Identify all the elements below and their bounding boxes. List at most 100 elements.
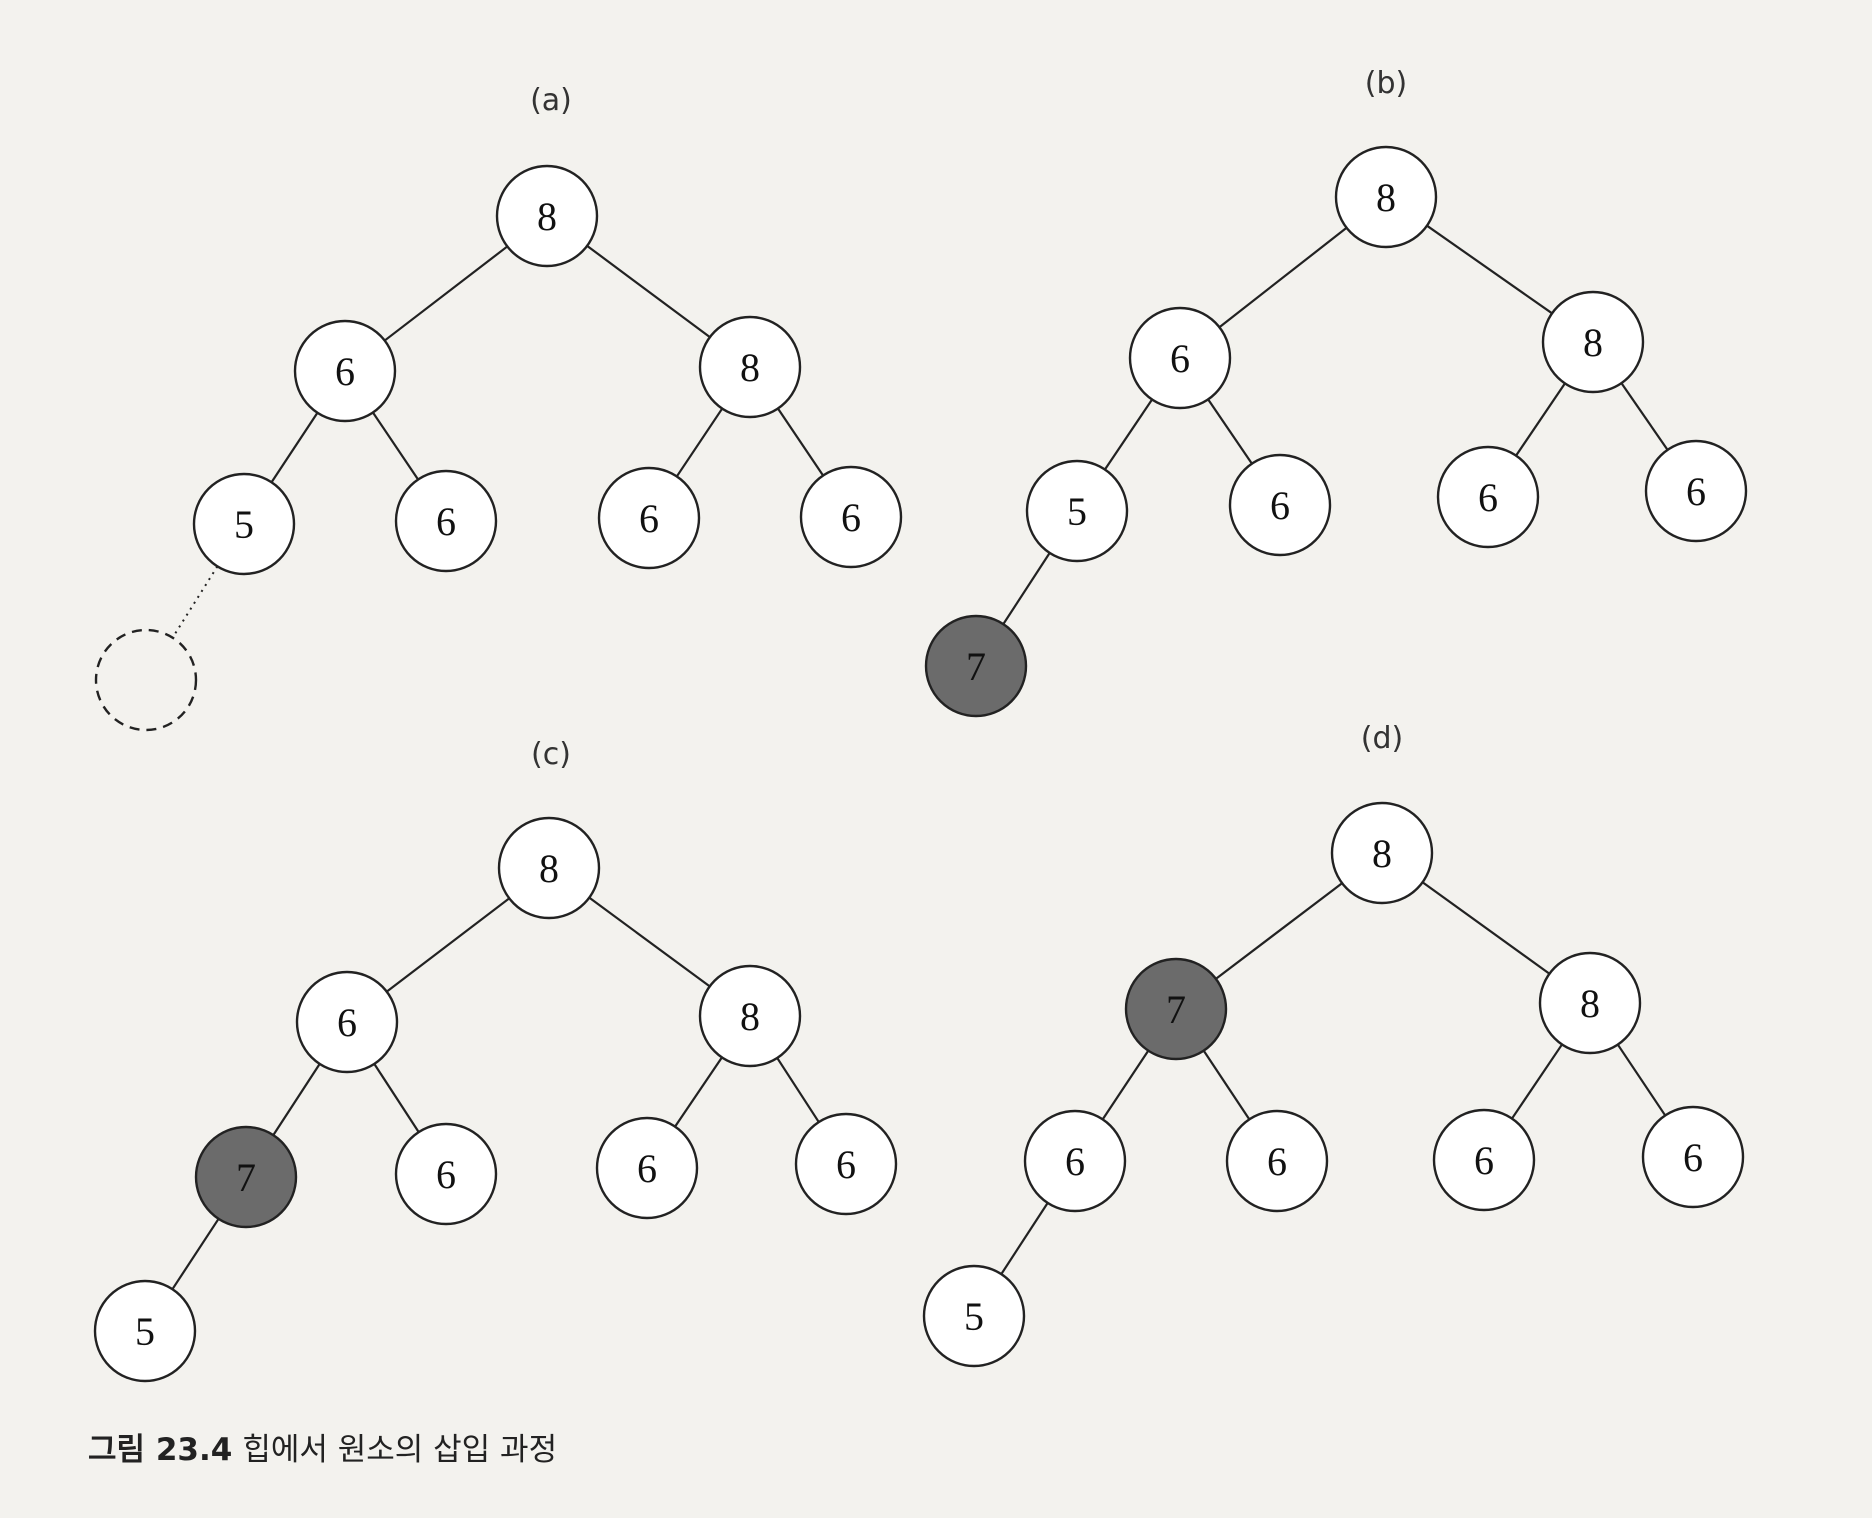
caption-number: 그림 23.4	[88, 1432, 233, 1468]
heap-node	[698, 964, 802, 1068]
tree-edge	[383, 245, 509, 342]
node-value: 8	[1372, 831, 1392, 876]
heap-node	[497, 816, 601, 920]
heap-node	[192, 472, 296, 576]
tree-edge	[776, 1057, 820, 1123]
tree-edge	[1426, 224, 1553, 315]
heap-node	[1641, 1105, 1745, 1209]
panel-label: (c)	[531, 737, 571, 772]
tree-edge	[272, 1063, 321, 1136]
tree-edge	[373, 1063, 420, 1133]
node-value: 6	[1683, 1135, 1703, 1180]
heap-node	[1538, 951, 1642, 1055]
tree-edge	[1511, 1043, 1563, 1120]
tree-edge	[1002, 552, 1051, 625]
heap-node-highlighted	[924, 614, 1028, 718]
heap-node	[1023, 1109, 1127, 1213]
node-value: 5	[964, 1294, 984, 1339]
heap-node	[1541, 290, 1645, 394]
heap-node	[293, 319, 397, 423]
tree-edge	[1000, 1202, 1049, 1275]
node-value: 7	[1166, 987, 1186, 1032]
tree-edge	[1620, 382, 1669, 451]
node-value: 5	[234, 502, 254, 547]
node-value: 6	[335, 349, 355, 394]
heap-node	[495, 164, 599, 268]
heap-node	[1025, 459, 1129, 563]
node-value: 6	[1686, 469, 1706, 514]
node-value: 6	[1170, 336, 1190, 381]
heap-node	[698, 315, 802, 419]
node-value: 6	[637, 1146, 657, 1191]
panel-label: (b)	[1365, 66, 1407, 101]
node-value: 6	[337, 1000, 357, 1045]
tree-edge	[1515, 382, 1566, 457]
node-value: 6	[436, 499, 456, 544]
heap-node-highlighted	[194, 1125, 298, 1229]
tree-edge	[171, 1218, 220, 1290]
node-value: 8	[740, 994, 760, 1039]
panel-c: (c) 8 6 8 7 6 6 6 5	[93, 737, 898, 1383]
heap-node	[597, 466, 701, 570]
heap-node	[394, 1122, 498, 1226]
node-value: 7	[966, 644, 986, 689]
heap-node	[1334, 145, 1438, 249]
tree-edge	[1215, 882, 1343, 980]
heap-node	[1432, 1108, 1536, 1212]
tree-edge	[1218, 226, 1348, 329]
node-value: 8	[740, 345, 760, 390]
node-value: 6	[1474, 1138, 1494, 1183]
heap-node-empty-slot	[94, 628, 198, 732]
node-value: 8	[1583, 320, 1603, 365]
tree-edge	[171, 565, 219, 639]
panel-d: (d) 8 7 8 6 6 6 6 5	[922, 721, 1745, 1368]
tree-edge	[588, 896, 711, 988]
tree-edge	[777, 407, 824, 477]
tree-edge	[1202, 1050, 1251, 1120]
node-value: 8	[1376, 175, 1396, 220]
tree-edge	[675, 407, 724, 478]
heap-node	[93, 1279, 197, 1383]
node-value: 6	[1267, 1139, 1287, 1184]
heap-node	[1436, 445, 1540, 549]
tree-edge	[1421, 881, 1551, 975]
panel-label: (a)	[530, 83, 572, 118]
panel-label: (d)	[1361, 721, 1403, 756]
node-value: 6	[1270, 483, 1290, 528]
node-value: 8	[537, 194, 557, 239]
node-value: 6	[436, 1152, 456, 1197]
heap-node	[394, 469, 498, 573]
node-value: 6	[1065, 1139, 1085, 1184]
heap-node	[1330, 801, 1434, 905]
heap-node-highlighted	[1124, 957, 1228, 1061]
node-value: 6	[639, 496, 659, 541]
heap-node	[922, 1264, 1026, 1368]
node-value: 5	[135, 1309, 155, 1354]
heap-node	[799, 465, 903, 569]
tree-edge	[386, 897, 510, 993]
tree-edge	[674, 1056, 723, 1128]
heap-node	[595, 1116, 699, 1220]
heap-node	[1228, 453, 1332, 557]
tree-edge	[270, 412, 319, 483]
node-value: 8	[1580, 981, 1600, 1026]
heap-node	[1644, 439, 1748, 543]
tree-edge	[1101, 1050, 1150, 1120]
node-value: 5	[1067, 489, 1087, 534]
heap-node	[295, 970, 399, 1074]
tree-edge	[1616, 1043, 1667, 1117]
panel-a: (a) 8 6 8 5 6 6 6	[94, 83, 903, 732]
node-value: 8	[539, 846, 559, 891]
heap-node	[1225, 1109, 1329, 1213]
tree-edge	[372, 411, 419, 481]
heap-node	[794, 1112, 898, 1216]
node-value: 6	[836, 1142, 856, 1187]
heap-node	[1128, 306, 1232, 410]
caption-text: 힙에서 원소의 삽입 과정	[242, 1432, 558, 1468]
node-value: 6	[841, 495, 861, 540]
node-value: 7	[236, 1155, 256, 1200]
